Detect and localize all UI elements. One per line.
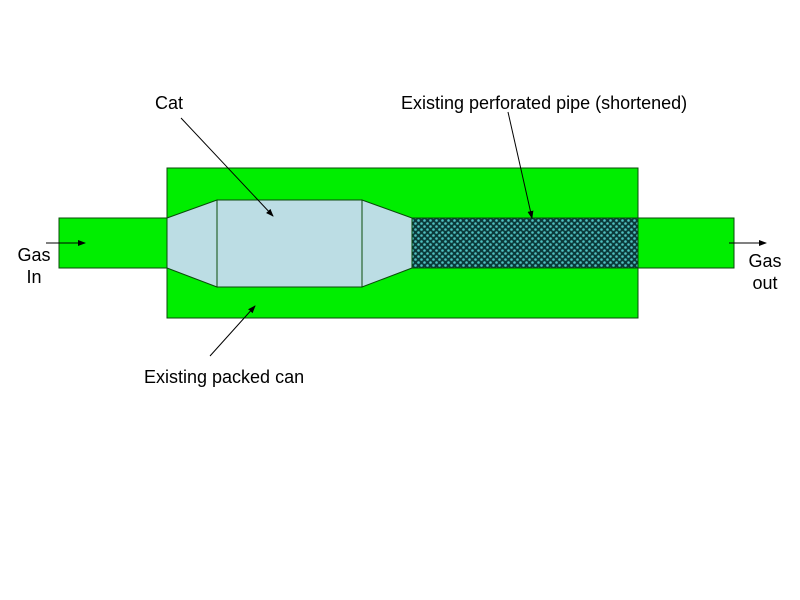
gas-out-label-line2: out [752, 273, 778, 293]
cat-label: Cat [155, 93, 184, 113]
cat-leader-arrow [180, 117, 274, 217]
gas-in-label-line1: Gas [17, 245, 51, 265]
perforated-pipe-label: Existing perforated pipe (shortened) [401, 93, 688, 113]
gas-in-label: Gas In [14, 244, 54, 288]
perforated-pipe-leader-arrow [507, 111, 534, 219]
perforated-pipe [411, 217, 639, 269]
outlet-pipe [637, 217, 735, 269]
catalytic-converter [216, 199, 363, 288]
gas-out-label: Gas out [745, 250, 785, 294]
gas-in-label-line2: In [26, 267, 42, 287]
packed-can-leader-arrow [209, 305, 256, 357]
packed-can-label: Existing packed can [144, 367, 305, 387]
gas-out-label-line1: Gas [748, 251, 782, 271]
